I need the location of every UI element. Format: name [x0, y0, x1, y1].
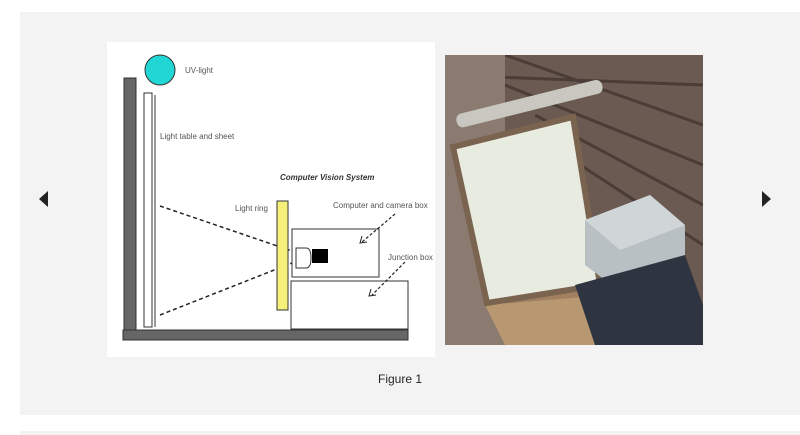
light-table — [143, 92, 153, 328]
caret-right-icon — [762, 191, 771, 207]
light-ring-label: Light ring — [235, 204, 268, 213]
next-slide-button[interactable] — [756, 187, 776, 211]
camera-box-label: Computer and camera box — [333, 201, 428, 210]
junction-box — [290, 280, 409, 330]
system-title: Computer Vision System — [280, 173, 374, 182]
system-diagram: UV-light Light table and sheet Computer … — [107, 42, 435, 357]
setup-photo — [445, 55, 703, 345]
light-ring — [276, 200, 289, 311]
junction-box-label: Junction box — [388, 253, 433, 262]
divider — [20, 431, 800, 435]
figure-caption: Figure 1 — [377, 372, 423, 386]
stand-pillar — [123, 77, 137, 336]
uv-light-label: UV-light — [185, 66, 214, 75]
previous-slide-button[interactable] — [34, 187, 54, 211]
base — [122, 329, 409, 341]
light-table-label: Light table and sheet — [160, 132, 235, 141]
caret-left-icon — [39, 191, 48, 207]
camera-lens — [295, 247, 312, 269]
uv-light-icon — [144, 54, 176, 86]
